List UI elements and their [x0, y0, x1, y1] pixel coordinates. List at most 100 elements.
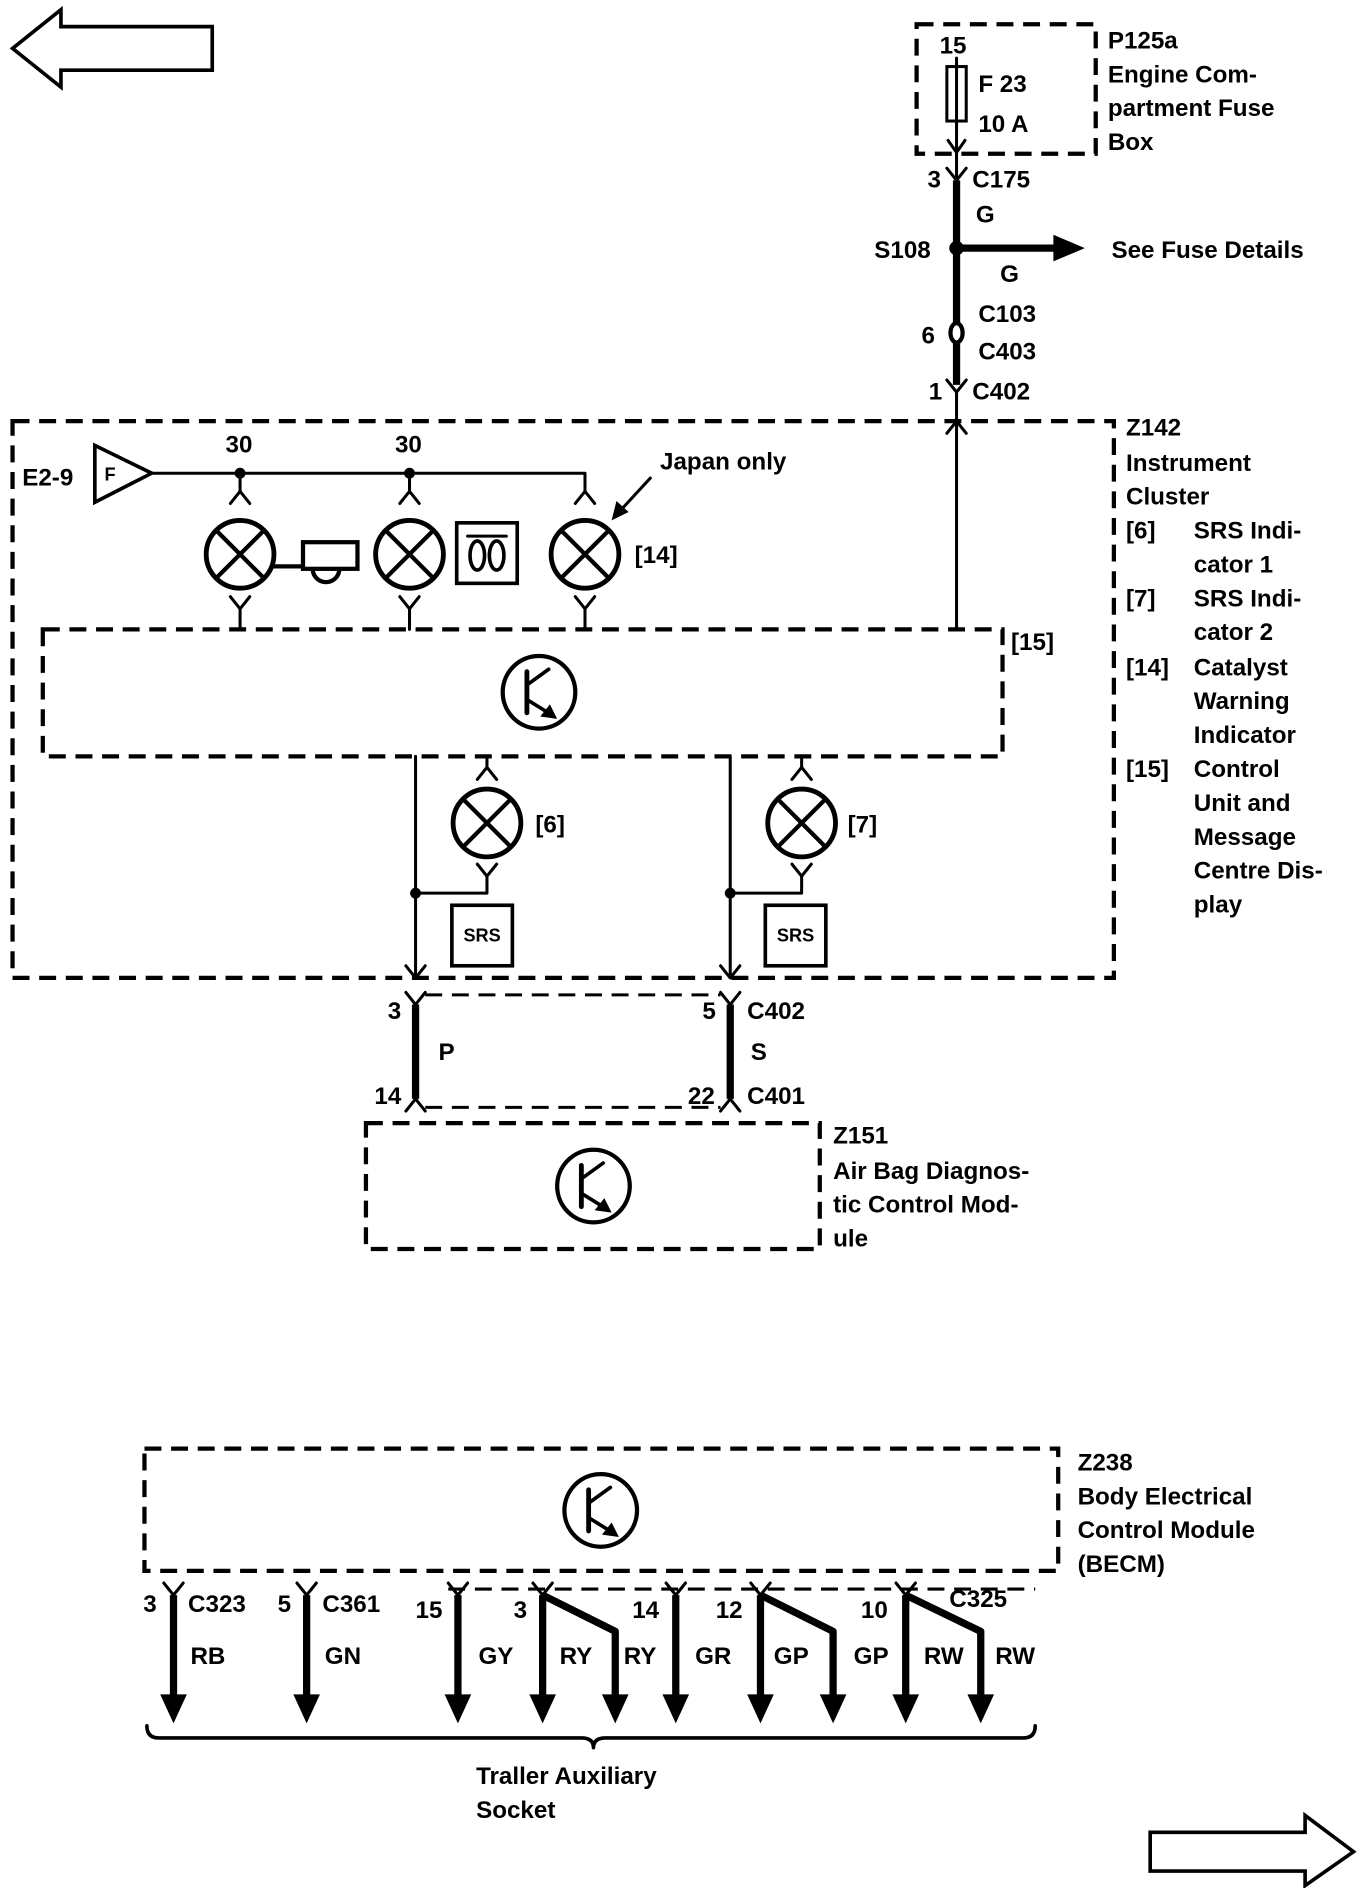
right-wire-color: S: [751, 1039, 767, 1066]
lamp-circle: [548, 517, 622, 591]
fuse-box-name-line: Engine Com-: [1108, 61, 1257, 88]
next-page-arrow[interactable]: [1148, 1811, 1357, 1888]
legend-text: SRS Indi-: [1194, 518, 1301, 545]
japan-only-note: Japan only: [660, 449, 787, 476]
lamp-icon: [450, 786, 524, 860]
srs-indicator-1: [6] SRS: [410, 754, 565, 968]
output-wire-color: RY: [560, 1643, 593, 1670]
buzzer-bell: [310, 568, 342, 585]
airbag-module-name-line: Air Bag Diagnos-: [833, 1158, 1029, 1185]
output-wire-color: RB: [190, 1643, 225, 1670]
transistor-circle: [500, 653, 578, 731]
c402-pin-number: 1: [929, 378, 942, 405]
ground-reference-triangle-icon: [93, 442, 156, 506]
socket-name-line: Traller Auxiliary: [476, 1763, 657, 1790]
lamp-icon: [373, 517, 446, 591]
japan-note-pointer: [619, 476, 652, 512]
lamp-icon: [765, 786, 838, 860]
output-pin: 14: [632, 1597, 659, 1624]
output-wire-color: GP: [854, 1643, 889, 1670]
fuse-terminal-number: 15: [940, 32, 967, 59]
lamp-cross: [560, 529, 610, 579]
c175-pin-number: 3: [927, 167, 940, 194]
transistor-collector: [579, 1161, 605, 1181]
output-connector: C361: [322, 1591, 380, 1618]
legend-ref: [7]: [1126, 585, 1156, 612]
becm-outline: [142, 1446, 1061, 1574]
junction-dot: [410, 887, 422, 899]
wire-branch: [541, 1591, 619, 1697]
wire-arrow-icon: [444, 1694, 472, 1724]
output-wire-rb: 3 C323 RB: [143, 1581, 246, 1724]
transistor-arrow: [594, 1198, 612, 1213]
lamp-cross: [385, 529, 435, 579]
feed-circuit: 3 C175 G S108 G See Fuse Details C103 6 …: [874, 152, 1304, 631]
airbag-module-z151: Z151 Air Bag Diagnos- tic Control Mod- u…: [363, 1121, 1029, 1253]
srs-lamp-2-ref: [7]: [848, 812, 878, 839]
connector-icon: [573, 595, 597, 611]
c403-connector-label: C403: [978, 338, 1036, 365]
becm-name-line: Body Electrical: [1078, 1483, 1253, 1510]
instrument-cluster-z142: Z142 Instrument Cluster [6] SRS Indi- ca…: [10, 415, 1323, 981]
see-fuse-details-note: See Fuse Details: [1111, 237, 1303, 264]
connector-icon: [790, 765, 813, 781]
control-unit-outline: [40, 627, 1005, 759]
branch-wire-color: G: [1000, 261, 1019, 288]
legend-text: cator 2: [1194, 619, 1273, 646]
transistor-circle: [555, 1147, 632, 1225]
cluster-outline: [10, 419, 1116, 981]
becm-name-line: (BECM): [1078, 1551, 1165, 1578]
output-wire-color: RY: [624, 1643, 657, 1670]
lamp-icon: [203, 517, 277, 591]
transistor-arrow: [540, 704, 558, 719]
srs-symbol-icon: [763, 903, 828, 968]
airbag-harness: 3 P 14 5 S 22 C402 C401: [374, 990, 805, 1113]
glow-plug-coil: [468, 539, 487, 572]
legend-ref: [15]: [1126, 756, 1169, 783]
arrow-right-icon[interactable]: [1148, 1811, 1357, 1888]
legend-ref: [6]: [1126, 518, 1156, 545]
previous-page-arrow[interactable]: [9, 5, 215, 91]
c103-connector-label: C103: [978, 301, 1036, 328]
connector-icon: [228, 489, 252, 505]
connector-bottom-label: C401: [747, 1083, 805, 1110]
legend-text: SRS Indi-: [1194, 585, 1301, 612]
pin-label: 30: [395, 432, 422, 459]
warning-lamp-1: [203, 489, 277, 631]
glow-plug-coil: [487, 539, 506, 572]
srs-wire-right-arrow-icon: [719, 964, 742, 980]
wire-branch: [904, 1591, 985, 1697]
glow-plug-frame: [454, 521, 520, 586]
legend-text: Warning: [1194, 688, 1290, 715]
ground-symbol: F: [105, 464, 116, 484]
connector-icon: [719, 1097, 742, 1113]
lamp-cross: [777, 798, 827, 848]
connector-icon: [749, 1581, 772, 1597]
legend-text: play: [1194, 892, 1243, 919]
c325-connector-label: C325: [949, 1586, 1007, 1613]
fuse-box-name-line: partment Fuse: [1108, 95, 1275, 122]
buzzer-body: [300, 540, 360, 571]
lamp-cross: [215, 529, 265, 579]
japan-note-arrow-icon: [611, 501, 629, 521]
ground-reference-label: E2-9: [22, 464, 73, 491]
output-wire-color: RW: [995, 1643, 1035, 1670]
cluster-name-line: Instrument: [1126, 450, 1251, 477]
right-pin-top: 5: [702, 998, 715, 1025]
output-pin: 3: [143, 1591, 156, 1618]
output-pin: 10: [861, 1597, 888, 1624]
legend-text: Unit and: [1194, 790, 1291, 817]
becm-z238: Z238 Body Electrical Control Module (BEC…: [142, 1446, 1255, 1724]
transistor-arrow: [601, 1522, 619, 1538]
lamp-supply-bus: [150, 471, 587, 495]
buzzer-icon: [271, 540, 360, 585]
output-wire-rw: 10 RW RW: [861, 1581, 1035, 1724]
output-pin: 15: [416, 1597, 443, 1624]
warning-lamp-2: [373, 489, 446, 631]
connector-icon: [404, 990, 427, 1007]
arrow-left-icon[interactable]: [9, 5, 215, 91]
catalyst-warning-lamp: [14]: [548, 489, 678, 631]
airbag-module-name-line: ule: [833, 1226, 868, 1253]
connector-c103-c403-icon: [948, 321, 965, 345]
